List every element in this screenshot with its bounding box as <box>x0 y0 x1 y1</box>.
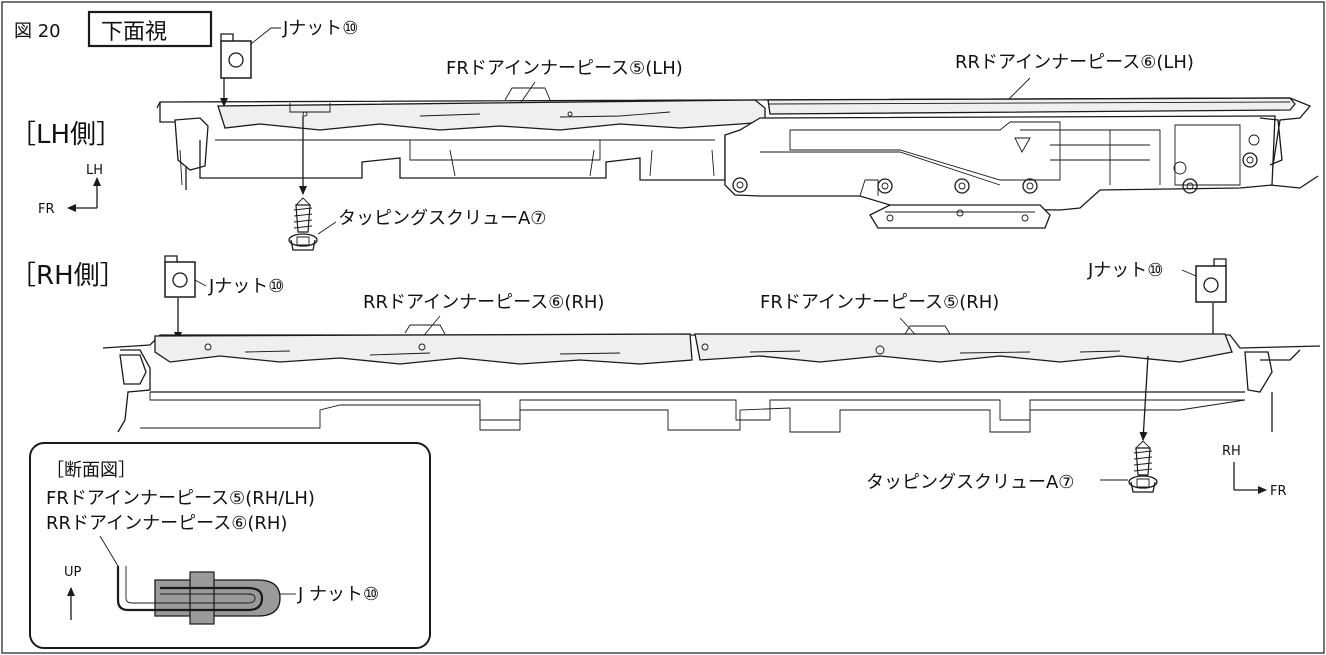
rh-fr-piece-label: FRドアインナーピース⑤(RH) <box>760 292 999 313</box>
lh-direction-arrow-icon <box>67 177 101 212</box>
view-title-box <box>87 10 213 48</box>
rh-side-heading: ［RH側］ <box>10 261 126 291</box>
lh-side-heading: ［LH側］ <box>10 120 122 150</box>
j-nut-icon <box>1195 258 1227 303</box>
rh-axis-up-label: RH <box>1222 444 1241 459</box>
section-leader <box>99 535 119 567</box>
j-nut-icon <box>164 255 196 298</box>
j-nut-leader-line <box>250 27 281 45</box>
tapping-screw-icon <box>1128 440 1158 493</box>
rh-j-nut-left-label: Jナット⑩ <box>208 276 284 297</box>
rh-door-sill-assembly <box>102 324 1321 433</box>
rh-j-nut-right-leader <box>1181 269 1197 277</box>
lh-screw-leader <box>317 221 337 235</box>
section-title: ［断面図］ <box>46 460 136 481</box>
view-title: 下面視 <box>101 20 167 45</box>
tapping-screw-icon <box>288 197 318 251</box>
lh-rr-piece-leader <box>1007 77 1031 101</box>
rh-screw-label: タッピングスクリューA⑦ <box>866 472 1074 493</box>
lh-rr-piece-label: RRドアインナーピース⑥(LH) <box>955 52 1194 73</box>
rh-axis-side-label: FR <box>1270 484 1287 499</box>
rh-j-nut-right-label: Jナット⑩ <box>1087 260 1163 281</box>
lh-door-sill-assembly <box>156 87 1319 229</box>
rh-screw-arrow <box>1139 355 1149 441</box>
section-up-label: UP <box>64 565 82 580</box>
lh-j-nut-label: Jナット⑩ <box>282 18 358 39</box>
section-inset-box <box>29 442 431 649</box>
section-line2: RRドアインナーピース⑥(RH) <box>46 513 287 534</box>
lh-axis-up-label: LH <box>86 163 103 178</box>
figure-number: 図 20 <box>14 21 61 42</box>
lh-fr-piece-label: FRドアインナーピース⑤(LH) <box>446 58 683 79</box>
lh-axis-side-label: FR <box>38 202 55 217</box>
rh-j-nut-left-leader <box>194 279 207 287</box>
lh-screw-label: タッピングスクリューA⑦ <box>338 208 546 229</box>
j-nut-icon <box>220 33 252 79</box>
section-profile <box>116 566 281 625</box>
rh-direction-arrow-icon <box>1233 462 1267 494</box>
section-line1: FRドアインナーピース⑤(RH/LH) <box>46 488 315 509</box>
rh-rr-piece-label: RRドアインナーピース⑥(RH) <box>363 292 604 313</box>
section-j-nut-label: J ナット⑩ <box>297 584 379 605</box>
